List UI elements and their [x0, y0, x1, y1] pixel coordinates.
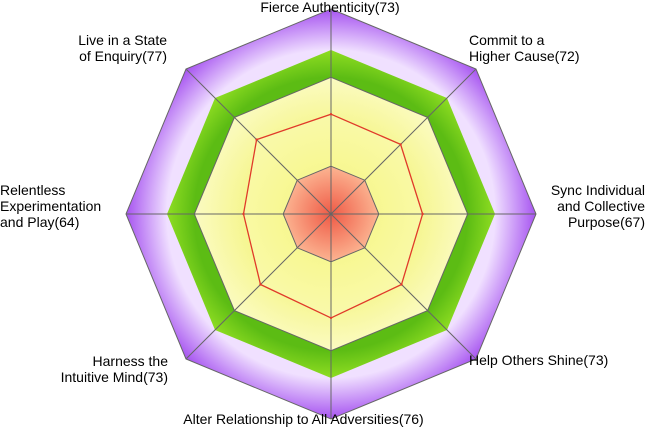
- axis-label-help-others-shine: Help Others Shine(73): [469, 352, 609, 368]
- grid-layer: [125, 8, 537, 420]
- series-point-4: [329, 316, 333, 320]
- series-point-3: [400, 283, 403, 286]
- spoke-7: [185, 68, 332, 215]
- series-point-0: [329, 113, 333, 116]
- axis-label-relentless-experimentation-play: Relentless Experimentation and Play(64): [0, 182, 102, 230]
- series-point-2: [421, 212, 424, 216]
- axis-label-sync-individual-collective-purpose: Sync Individual and Collective Purpose(6…: [550, 182, 645, 230]
- axis-label-alter-relationship-adversities: Alter Relationship to All Adversities(76…: [183, 411, 424, 427]
- series-point-7: [255, 138, 258, 141]
- axis-label-commit-to-higher-cause: Commit to a Higher Cause(72): [469, 32, 580, 64]
- spoke-1: [330, 68, 477, 215]
- axis-label-fierce-authenticity: Fierce Authenticity(73): [260, 0, 400, 15]
- series-point-5: [259, 283, 262, 286]
- series-point-6: [242, 212, 245, 216]
- series-point-1: [399, 143, 402, 146]
- axis-label-harness-intuitive-mind: Harness the Intuitive Mind(73): [60, 353, 168, 385]
- spoke-5: [185, 213, 332, 360]
- spoke-3: [330, 213, 477, 360]
- axis-label-live-in-state-of-enquiry: Live in a State of Enquiry(77): [78, 32, 167, 64]
